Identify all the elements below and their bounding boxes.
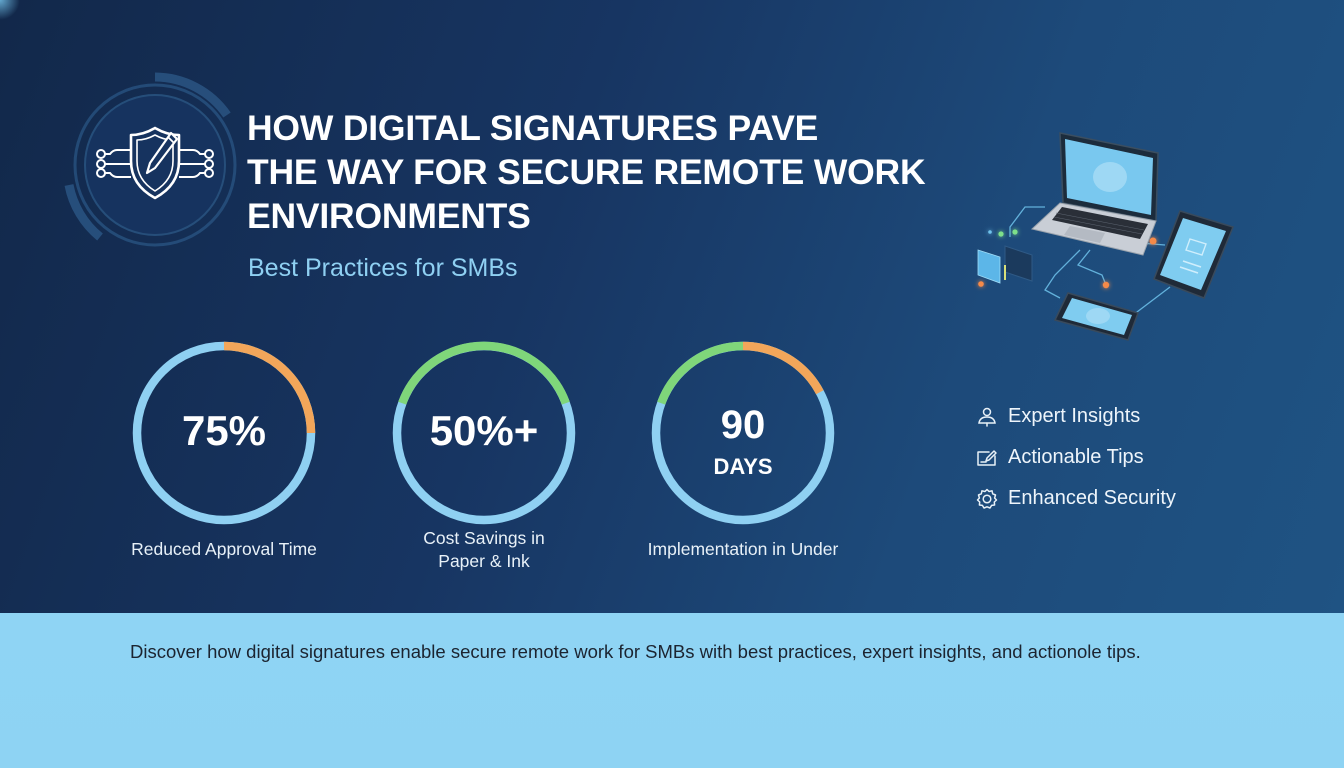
feature-label: Expert Insights bbox=[1008, 405, 1141, 427]
footer-description: Discover how digital signatures enable s… bbox=[130, 641, 1141, 662]
stat-label: Cost Savings in Paper & Ink bbox=[423, 528, 545, 571]
user-icon bbox=[978, 407, 996, 427]
page-subtitle: Best Practices for SMBs bbox=[248, 254, 518, 282]
title-line-1: HOW DIGITAL SIGNATURES PAVE bbox=[247, 108, 819, 148]
edit-note-icon bbox=[977, 449, 997, 466]
shield-pen-circuit-icon bbox=[55, 65, 255, 265]
footer-band bbox=[0, 613, 1344, 768]
feature-item: Enhanced Security bbox=[975, 478, 1176, 519]
progress-ring bbox=[392, 341, 576, 525]
stat-value: 50%+ bbox=[429, 407, 539, 454]
hero-banner: HOW DIGITAL SIGNATURES PAVE THE WAY FOR … bbox=[0, 0, 1344, 613]
gear-icon bbox=[976, 488, 998, 509]
title-line-3: ENVIRONMENTS bbox=[247, 196, 531, 236]
connected-devices-illustration bbox=[950, 115, 1240, 350]
feature-label: Enhanced Security bbox=[1008, 487, 1176, 509]
feature-label: Actionable Tips bbox=[1008, 446, 1144, 468]
stat-value: 75% bbox=[181, 407, 267, 454]
title-line-2: THE WAY FOR SECURE REMOTE WORK bbox=[247, 152, 926, 192]
feature-item: Expert Insights bbox=[975, 396, 1176, 437]
corner-glow bbox=[0, 0, 20, 20]
feature-list: Expert Insights Actionable Tips Enhanced… bbox=[975, 396, 1176, 519]
stat-unit: DAYS bbox=[713, 454, 773, 479]
feature-item: Actionable Tips bbox=[975, 437, 1176, 478]
stat-label: Implementation in Under bbox=[647, 539, 839, 559]
stat-label: Reduced Approval Time bbox=[131, 539, 317, 559]
progress-ring bbox=[132, 341, 316, 525]
stat-value: 90 bbox=[720, 403, 766, 447]
page-title: HOW DIGITAL SIGNATURES PAVE THE WAY FOR … bbox=[247, 106, 947, 238]
progress-ring bbox=[651, 341, 835, 525]
